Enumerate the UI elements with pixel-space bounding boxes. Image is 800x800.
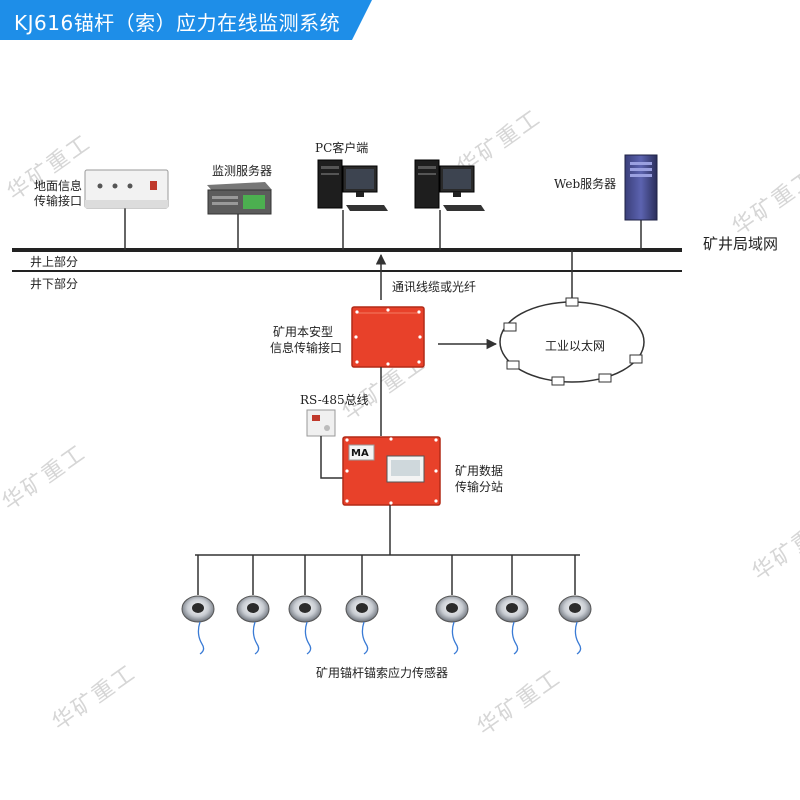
sensor-group bbox=[181, 555, 592, 655]
stress-sensor-3 bbox=[288, 555, 322, 655]
ma-mark: MA bbox=[351, 448, 369, 459]
stress-sensor-5 bbox=[435, 555, 469, 655]
ground-interface-device bbox=[84, 169, 169, 209]
stress-sensor-2 bbox=[236, 555, 270, 655]
stress-sensor-6 bbox=[495, 555, 529, 655]
pc-client-2 bbox=[414, 159, 485, 211]
ground-interface-label-2: 传输接口 bbox=[34, 194, 83, 208]
banner-shape bbox=[0, 0, 372, 40]
intrinsic-interface-label-1: 矿用本安型 bbox=[273, 325, 334, 339]
page-title: KJ616锚杆（索）应力在线监测系统 bbox=[14, 11, 341, 35]
data-substation-box bbox=[342, 436, 441, 506]
title-banner: KJ616锚杆（索）应力在线监测系统 bbox=[0, 0, 800, 40]
stress-sensor-7 bbox=[558, 555, 592, 655]
industrial-ethernet-label: 工业以太网 bbox=[545, 339, 606, 353]
below-ground-label: 井下部分 bbox=[30, 277, 79, 291]
pc-client-1 bbox=[317, 159, 388, 211]
mine-lan-label: 矿井局域网 bbox=[703, 235, 779, 253]
web-server-label: Web服务器 bbox=[554, 177, 617, 191]
rs485-label: RS-485总线 bbox=[300, 393, 369, 407]
intrinsic-interface-label-2: 信息传输接口 bbox=[270, 341, 343, 355]
monitor-server-device bbox=[207, 182, 272, 215]
ground-interface-label-1: 地面信息 bbox=[34, 179, 83, 193]
stress-sensor-4 bbox=[345, 555, 379, 655]
data-substation-label-2: 传输分站 bbox=[455, 480, 504, 494]
above-ground-label: 井上部分 bbox=[30, 255, 79, 269]
monitor-server-label: 监测服务器 bbox=[212, 164, 273, 178]
data-substation-label-1: 矿用数据 bbox=[455, 464, 504, 478]
sensors-label: 矿用锚杆锚索应力传感器 bbox=[316, 666, 449, 680]
comm-cable-label: 通讯线缆或光纤 bbox=[392, 280, 477, 294]
rs485-junction-box bbox=[306, 409, 336, 437]
stress-sensor-1 bbox=[181, 555, 215, 655]
web-server-device bbox=[624, 154, 658, 221]
pc-client-label: PC客户端 bbox=[315, 141, 369, 155]
intrinsic-interface-box bbox=[351, 306, 425, 368]
